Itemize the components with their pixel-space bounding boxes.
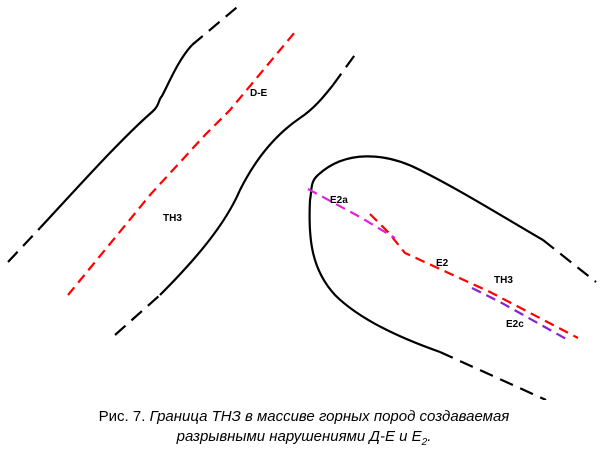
fault-e2a	[307, 188, 396, 239]
right-zone-boundary-dashed	[439, 239, 597, 400]
label-e2: E2	[436, 258, 449, 269]
diagram: D-E TH3 E2a E2 TH3 E2c	[7, 2, 597, 400]
caption-line-2: разрывными нарушениями Д-Е и Е2.	[0, 428, 608, 448]
caption-end: .	[427, 428, 432, 445]
label-de: D-E	[250, 88, 268, 99]
caption-text-1: Граница ТНЗ в массиве горных пород созда…	[149, 408, 510, 425]
caption-text-2: разрывными нарушениями Д-Е и Е	[176, 428, 422, 445]
fault-e2c	[471, 287, 569, 341]
right-zone-boundary	[308, 155, 544, 354]
left-zone-boundary-west-dashed	[7, 2, 243, 263]
caption-prefix: Рис. 7.	[98, 408, 146, 425]
caption-line-1: Рис. 7. Граница ТНЗ в массиве горных пор…	[0, 408, 608, 425]
left-zone-boundary-west	[39, 44, 193, 229]
label-th3-right: TH3	[494, 275, 513, 286]
left-zone-boundary-east-dashed	[114, 51, 358, 336]
label-th3-left: TH3	[163, 213, 182, 224]
fault-de	[67, 31, 296, 296]
label-e2c: E2c	[506, 319, 524, 330]
label-e2a: E2a	[330, 195, 348, 206]
left-zone-boundary-east	[159, 84, 334, 296]
caption-subscript: 2	[421, 437, 428, 448]
fault-e2	[369, 213, 579, 339]
